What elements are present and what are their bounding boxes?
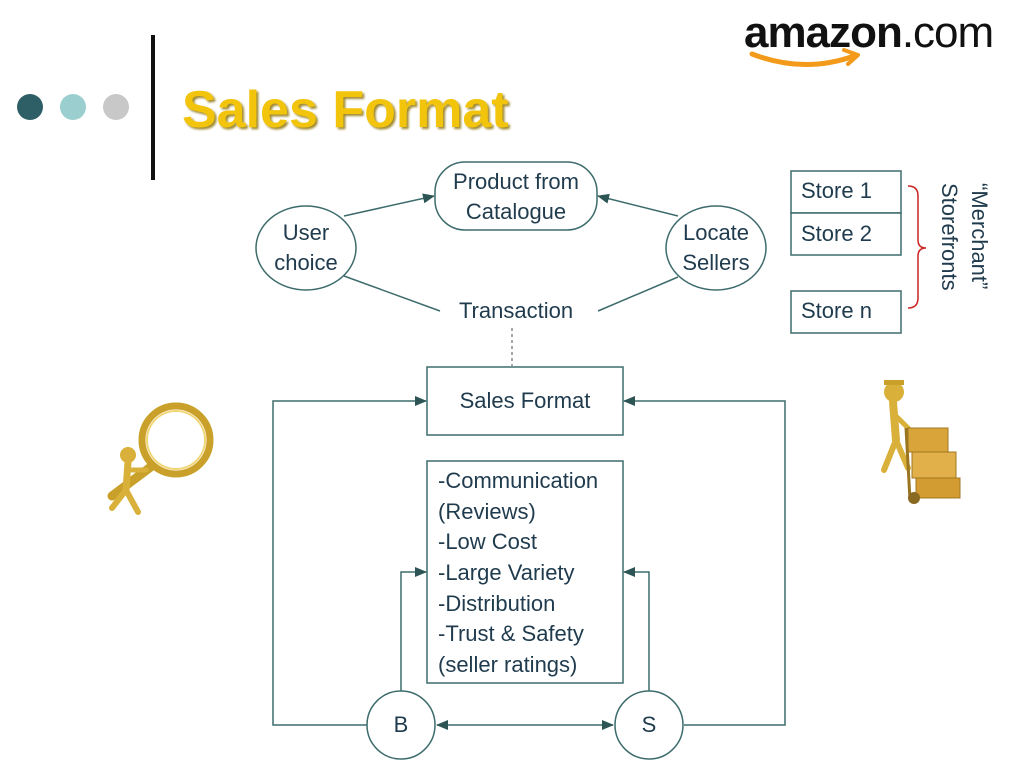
logo-brand: amazon [744, 8, 903, 57]
buyer-label: B [393, 712, 409, 737]
feature-item: -Distribution [438, 590, 556, 616]
user-choice-node [255, 205, 357, 291]
store-1-label: Store 1 [801, 178, 872, 203]
storefronts-line-1: “Merchant” [967, 183, 992, 290]
product-catalogue-label: Product from Catalogue [435, 167, 597, 227]
product-catalogue-node [434, 161, 598, 231]
feature-item: -Communication [438, 468, 599, 493]
decorative-dot-2 [60, 94, 86, 120]
arrow-user-to-product [343, 193, 435, 217]
locate-sellers-node [665, 205, 767, 291]
locate-sellers-label: Locate Sellers [666, 218, 766, 278]
user-choice-label: User choice [256, 218, 356, 278]
decorative-dot-3 [103, 94, 129, 120]
feature-item: -Large Variety [438, 560, 575, 586]
storefront-brace [907, 185, 927, 309]
arrow-buyer-to-sales-format [272, 396, 427, 726]
amazon-logo: amazon.com [744, 8, 1010, 72]
store-2-label: Store 2 [801, 221, 872, 246]
magnifier-figure-icon [107, 402, 214, 515]
features-box [426, 460, 624, 684]
storefronts-line-2: Storefronts [937, 183, 962, 291]
delivery-figure-icon [881, 380, 961, 504]
store-n-box [790, 290, 902, 334]
arrow-locate-to-product [597, 193, 679, 217]
arrow-buyer-to-features [400, 567, 427, 691]
line-user-to-transaction [343, 275, 441, 312]
decorative-dot-1 [17, 94, 43, 120]
slide-title: Sales Format [182, 81, 509, 139]
user-line-2: choice [274, 250, 338, 275]
feature-item: (Reviews) [438, 498, 536, 524]
locate-line-1: Locate [682, 220, 750, 245]
buyer-node [366, 690, 436, 760]
title-divider [151, 35, 155, 180]
arrow-seller-to-sales-format [623, 396, 786, 726]
logo-smile-icon [749, 48, 860, 68]
transaction-label: Transaction [458, 298, 574, 323]
line-locate-to-transaction [597, 276, 679, 312]
storefronts-label: “Merchant” Storefronts [930, 183, 992, 323]
product-line-1: Product from [453, 169, 579, 194]
seller-label: S [641, 712, 657, 737]
logo-suffix: .com [901, 8, 994, 57]
product-line-2: Catalogue [465, 199, 567, 224]
feature-item: -Trust & Safety [438, 621, 584, 647]
sales-format-label: Sales Format [459, 388, 591, 413]
feature-item: (seller ratings) [438, 652, 578, 678]
store-n-label: Store n [801, 298, 872, 323]
features-list: -Communication (Reviews) -Low Cost -Larg… [438, 466, 598, 681]
locate-line-2: Sellers [682, 250, 750, 275]
seller-node [614, 690, 684, 760]
user-line-1: User [282, 220, 330, 245]
store-2-box [790, 212, 902, 256]
store-1-box [790, 170, 902, 214]
feature-item: -Low Cost [438, 529, 538, 555]
arrow-seller-to-features [623, 567, 650, 691]
